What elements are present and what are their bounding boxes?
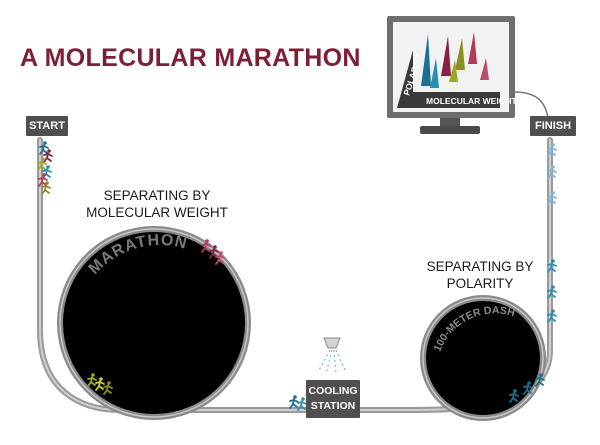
runner-icon <box>215 251 225 265</box>
runner-icon <box>523 381 533 395</box>
runner-icon <box>547 165 557 179</box>
start-label: START <box>29 120 65 132</box>
runner-icon <box>201 239 211 253</box>
runner-icon <box>289 395 299 409</box>
cooling-station-sign: COOLING STATION <box>306 380 360 418</box>
runner-icon <box>87 373 97 387</box>
cooling-nozzle-icon <box>317 337 347 375</box>
runner-icon <box>509 389 519 403</box>
chromatogram-peak <box>421 34 431 86</box>
runners <box>37 141 557 411</box>
runner-icon <box>209 245 219 259</box>
chromatogram-peak <box>455 38 465 70</box>
chromatogram-peak <box>468 32 477 64</box>
runner-icon <box>103 381 113 395</box>
chromatogram-peak <box>441 36 451 76</box>
finish-sign: FINISH <box>530 116 576 136</box>
chromatogram-peak <box>480 58 489 80</box>
start-sign: START <box>26 116 68 136</box>
runner-icon <box>37 157 47 171</box>
runner-icon <box>41 181 51 195</box>
runner-icon <box>43 149 53 163</box>
page-title: A MOLECULAR MARATHON <box>20 44 361 72</box>
section-polarity: SEPARATING BY POLARITY <box>420 258 540 292</box>
runner-icon <box>547 191 557 205</box>
chromatogram-peak <box>449 60 458 82</box>
section-polarity-line1: SEPARATING BY <box>426 259 534 274</box>
runner-icon <box>297 397 307 411</box>
cooling-station-line2: STATION <box>310 400 356 412</box>
runner-icon <box>547 285 557 299</box>
section-molecular-weight-line2: MOLECULAR WEIGHT <box>86 205 228 220</box>
runner-icon <box>535 373 545 387</box>
finish-label: FINISH <box>534 120 572 132</box>
runner-icon <box>547 259 557 273</box>
runner-icon <box>39 141 49 155</box>
chromatogram-peak <box>430 58 439 88</box>
runner-icon <box>38 173 48 187</box>
section-molecular-weight-line1: SEPARATING BY <box>103 188 211 203</box>
monitor-x-axis-label: MOLECULAR WEIGHT <box>426 96 517 106</box>
section-polarity-line2: POLARITY <box>446 276 514 291</box>
monitor-icon: MOLECULAR WEIGHT POLARITY <box>387 16 517 134</box>
runner-icon <box>95 377 105 391</box>
section-molecular-weight: SEPARATING BY MOLECULAR WEIGHT <box>84 187 230 221</box>
runner-icon <box>42 165 52 179</box>
runner-icon <box>547 309 557 323</box>
runner-icon <box>547 143 557 157</box>
cooling-station-line1: COOLING <box>308 385 358 397</box>
